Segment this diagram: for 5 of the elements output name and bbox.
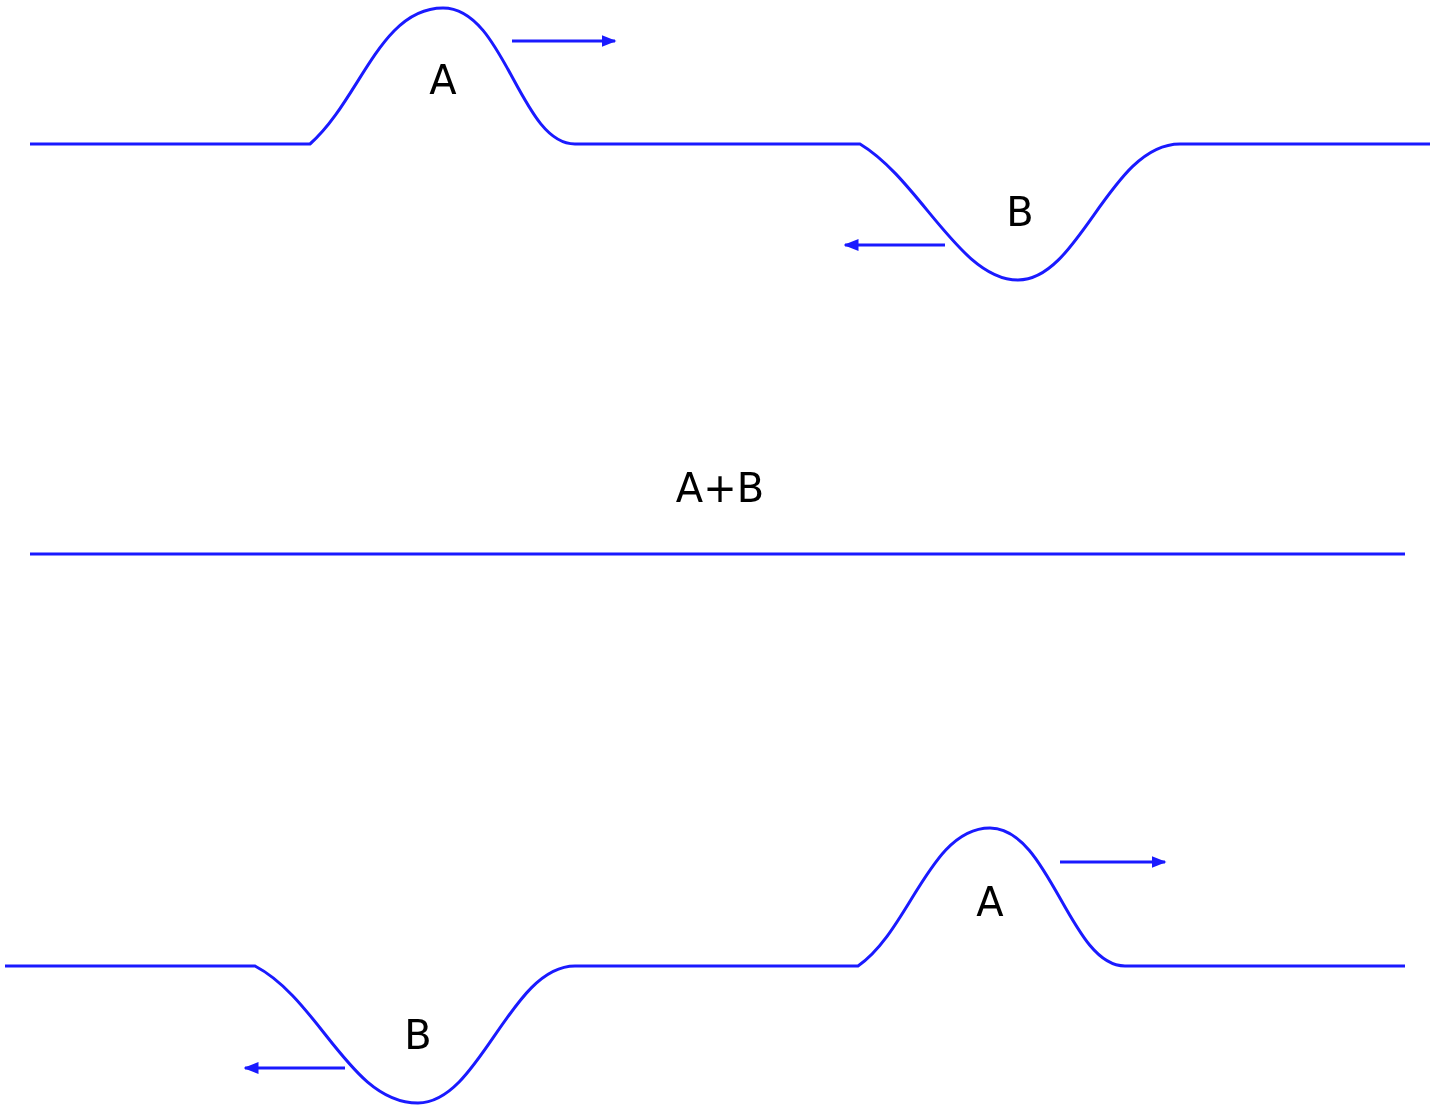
pulse-label: A [429,58,457,102]
pulse-label: B [1006,190,1034,234]
sum-label: A+B [675,466,765,510]
pulse-label: B [404,1013,432,1057]
pulse-label: A [976,880,1004,924]
